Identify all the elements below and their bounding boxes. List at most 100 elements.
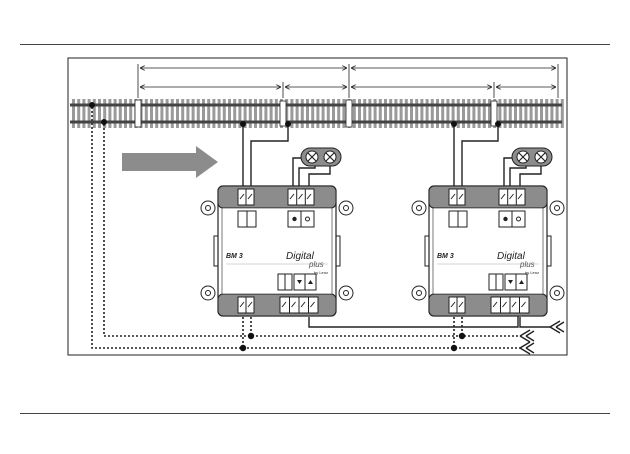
track-tie (270, 99, 273, 128)
track-tie (462, 99, 465, 128)
lamp-x-icon (306, 151, 318, 163)
dimension-lines (138, 64, 558, 98)
track-tie (202, 99, 205, 128)
track-tie (259, 99, 262, 128)
bm3-module-2: BM 3 Digital plus by Lenz (412, 186, 564, 316)
track-tie (353, 99, 356, 128)
brand-sub-label: plus (308, 260, 324, 269)
track-tie (186, 99, 189, 128)
track-tie (415, 99, 418, 128)
lamp-group-1 (301, 148, 341, 166)
track-tie (249, 99, 252, 128)
right-arrow-icon (122, 146, 218, 178)
track-tie (550, 99, 553, 128)
track-tie (192, 99, 195, 128)
track-tie (77, 99, 80, 128)
track-tie (535, 99, 538, 128)
track-tie (467, 99, 470, 128)
track-tie (374, 99, 377, 128)
track-tie (306, 99, 309, 128)
track-tie (223, 99, 226, 128)
track-tie (389, 99, 392, 128)
track-tie (150, 99, 153, 128)
lamp-x-icon (535, 151, 547, 163)
track-tie (379, 99, 382, 128)
track-tie (519, 99, 522, 128)
module-model-label: BM 3 (437, 253, 454, 260)
track-tie (394, 99, 397, 128)
track-tie (108, 99, 111, 128)
track-tie (420, 99, 423, 128)
track-tie (504, 99, 507, 128)
track-tie (212, 99, 215, 128)
track-tie (431, 99, 434, 128)
track-tie (488, 99, 491, 128)
track-tie (160, 99, 163, 128)
track-tie (275, 99, 278, 128)
track-tie (301, 99, 304, 128)
track-tie (155, 99, 158, 128)
track-tie (72, 99, 75, 128)
track-tie (197, 99, 200, 128)
track-tie (166, 99, 169, 128)
track-tie (145, 99, 148, 128)
track-tie (405, 99, 408, 128)
track-tie (171, 99, 174, 128)
track-tie (368, 99, 371, 128)
track-tie (228, 99, 231, 128)
track-tie (332, 99, 335, 128)
track-tie (561, 99, 564, 128)
track-tie (82, 99, 85, 128)
track-tie (207, 99, 210, 128)
track-tie (478, 99, 481, 128)
track-tie (446, 99, 449, 128)
track-tie (181, 99, 184, 128)
track-tie (363, 99, 366, 128)
track-tie (472, 99, 475, 128)
lamp-group-2 (512, 148, 552, 166)
track-tie (514, 99, 517, 128)
track-tie (296, 99, 299, 128)
track-tie (441, 99, 444, 128)
track-tie (98, 99, 101, 128)
track-tie (410, 99, 413, 128)
track-tie (483, 99, 486, 128)
track-tie (233, 99, 236, 128)
track-tie (556, 99, 559, 128)
track (70, 99, 564, 128)
track-tie (509, 99, 512, 128)
track-tie (426, 99, 429, 128)
track-tie (218, 99, 221, 128)
track-tie (457, 99, 460, 128)
lamp-x-icon (517, 151, 529, 163)
track-tie (524, 99, 527, 128)
module-model-label: BM 3 (226, 253, 243, 260)
track-tie (540, 99, 543, 128)
wire-end-icon (520, 321, 564, 354)
track-tie (384, 99, 387, 128)
track-tie (311, 99, 314, 128)
track-tie (114, 99, 117, 128)
track-tie (400, 99, 403, 128)
track-tie (119, 99, 122, 128)
track-tie (337, 99, 340, 128)
maker-label: by Lenz (314, 270, 328, 275)
track-ties (72, 99, 564, 128)
track-tie (264, 99, 267, 128)
track-tie (358, 99, 361, 128)
track-tie (124, 99, 127, 128)
lamp-x-icon (324, 151, 336, 163)
track-tie (327, 99, 330, 128)
track-tie (530, 99, 533, 128)
track-tie (342, 99, 345, 128)
brand-sub-label: plus (519, 260, 535, 269)
track-tie (545, 99, 548, 128)
track-tie (322, 99, 325, 128)
track-tie (436, 99, 439, 128)
track-tie (316, 99, 319, 128)
track-tie (254, 99, 257, 128)
maker-label: by Lenz (525, 270, 539, 275)
track-tie (176, 99, 179, 128)
bm3-module-1: BM 3 Digital plus by Lenz (201, 186, 353, 316)
